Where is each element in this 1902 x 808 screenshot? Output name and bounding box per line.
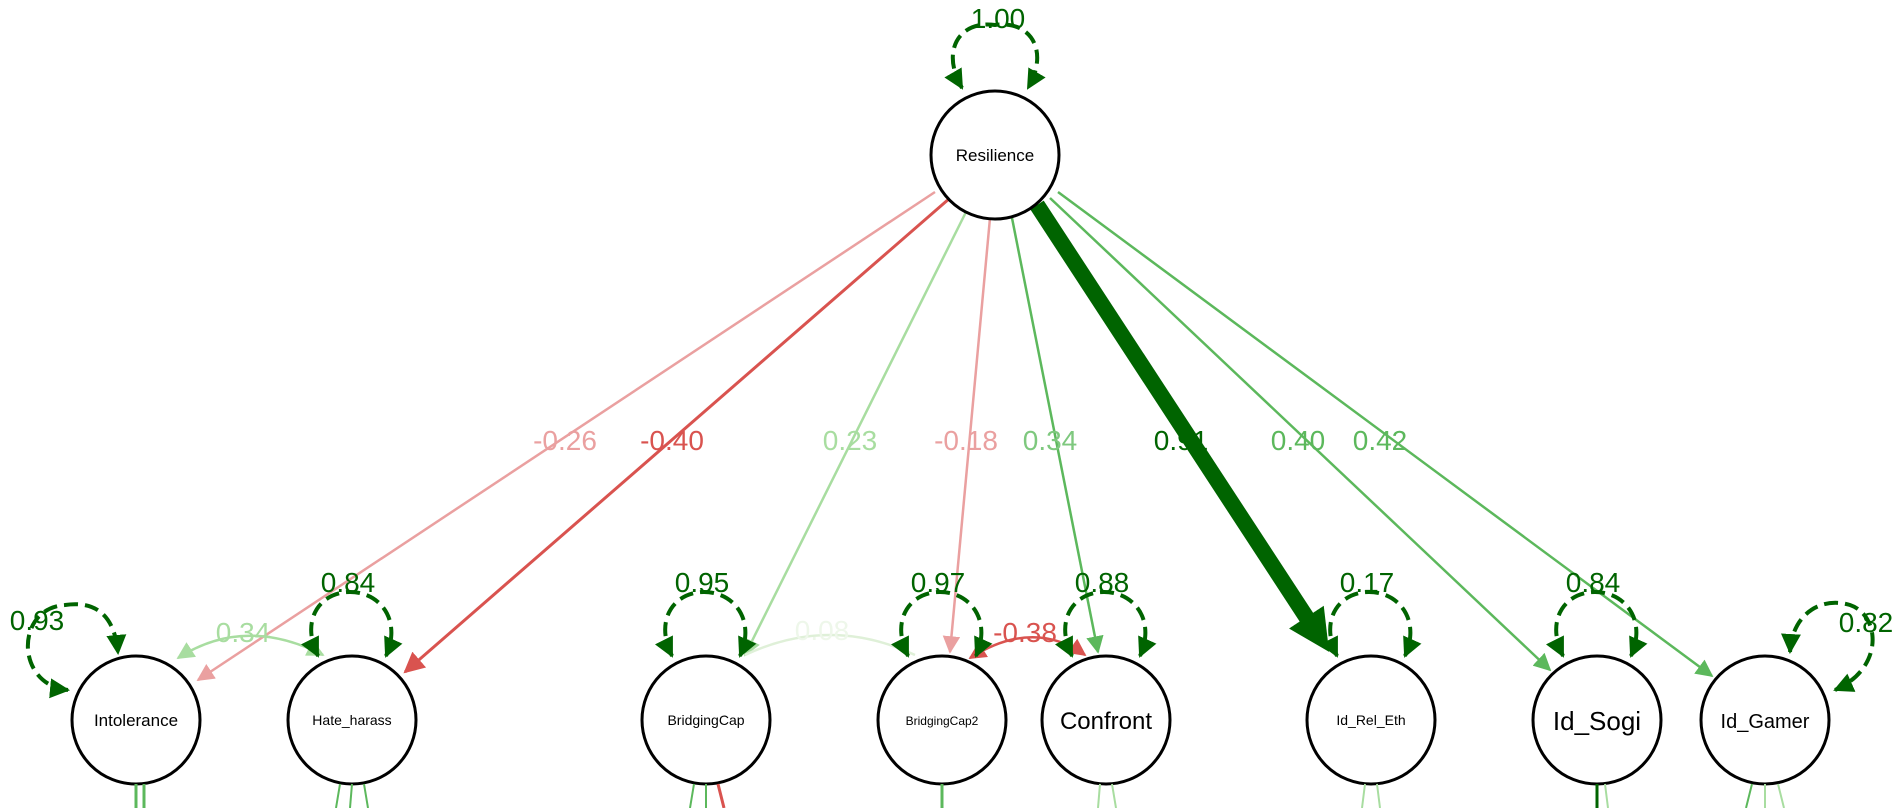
loading-edge-bridgingcap [743, 211, 968, 657]
variance-label-hate-harass: 0.84 [321, 567, 376, 598]
stub-line [716, 783, 726, 808]
node-confront-circle [1040, 654, 1172, 786]
node-confront[interactable]: Confront [1040, 654, 1172, 786]
stub-line [1777, 783, 1785, 808]
loading-label-intolerance: -0.26 [533, 425, 597, 456]
loading-edge-id-gamer [1057, 190, 1714, 678]
node-bridgingcap2-label: BridgingCap2 [906, 714, 979, 728]
node-id-rel-eth-circle [1305, 654, 1437, 786]
node-id-gamer[interactable]: Id_Gamer [1699, 654, 1831, 786]
node-resilience[interactable]: Resilience [929, 89, 1061, 221]
loading-label-bridgingcap2: -0.18 [934, 425, 998, 456]
loading-edge-bridgingcap2 [942, 217, 992, 654]
variance-loop-id-rel-eth [1320, 589, 1422, 658]
variance-label-intolerance: 0.93 [10, 605, 65, 636]
node-id-gamer-label: Id_Gamer [1721, 711, 1810, 733]
node-intolerance-label: Intolerance [94, 711, 178, 730]
stub-line [1604, 783, 1609, 808]
stub-line [1097, 783, 1101, 808]
loading-edge-id-sogi [1049, 197, 1552, 672]
node-confront-label: Confront [1060, 708, 1152, 735]
variance-label-id-sogi: 0.84 [1566, 567, 1621, 598]
bottom-edge-lines [134, 783, 1785, 808]
node-id-sogi-label: Id_Sogi [1553, 706, 1641, 736]
loading-label-id-rel-eth: 0.91 [1154, 425, 1209, 456]
variance-loop-confront [1055, 589, 1157, 658]
loading-edge-id-rel-eth [1030, 200, 1330, 652]
loading-edge-intolerance [196, 190, 936, 682]
loading-paths [196, 190, 1714, 682]
variance-label-confront: 0.88 [1075, 567, 1130, 598]
variance-label-bridgingcap: 0.95 [675, 567, 730, 598]
node-bridgingcap2[interactable]: BridgingCap2 [876, 654, 1008, 786]
variance-loop-intolerance [25, 602, 127, 699]
variance-label-bridgingcap2: 0.97 [911, 567, 966, 598]
variance-label-id-rel-eth: 0.17 [1340, 567, 1395, 598]
variance-labels: 1.00 0.93 0.84 0.95 0.97 0.88 0.17 0.84 … [10, 3, 1894, 638]
node-id-rel-eth-label: Id_Rel_Eth [1336, 712, 1405, 728]
stub-line [1745, 783, 1753, 808]
loading-label-id-gamer: 0.42 [1353, 425, 1408, 456]
loading-edge-hate-harass [403, 196, 951, 674]
node-bridgingcap-label: BridgingCap [667, 712, 744, 728]
variance-label-resilience: 1.00 [971, 3, 1026, 34]
stub-line [335, 783, 341, 808]
variance-loop-resilience [944, 22, 1046, 90]
stub-line [1361, 783, 1366, 808]
node-id-rel-eth[interactable]: Id_Rel_Eth [1305, 654, 1437, 786]
variance-loop-bridgingcap2 [891, 589, 993, 658]
variance-loop-bridgingcap [655, 589, 757, 658]
node-resilience-label: Resilience [956, 146, 1034, 165]
covariance-label-bridgingcap2-confront: -0.38 [993, 617, 1057, 648]
variance-loops [25, 22, 1875, 699]
node-bridgingcap[interactable]: BridgingCap [640, 654, 772, 786]
stub-line [349, 783, 353, 808]
stub-line [1111, 783, 1117, 808]
covariance-label-intolerance-hate-harass: 0.34 [216, 617, 271, 648]
variance-loop-hate-harass [301, 589, 403, 658]
stub-line [363, 783, 369, 808]
loading-label-confront: 0.34 [1023, 425, 1078, 456]
variance-loop-id-gamer [1780, 600, 1875, 692]
loading-label-id-sogi: 0.40 [1271, 425, 1326, 456]
node-intolerance[interactable]: Intolerance [70, 654, 202, 786]
loading-label-hate-harass: -0.40 [640, 425, 704, 456]
covariance-label-bridgingcap-bridgingcap2: 0.08 [795, 615, 850, 646]
node-hate-harass[interactable]: Hate_harass [286, 654, 418, 786]
stub-line [1376, 783, 1381, 808]
nodes: Resilience Intolerance Hate_harass Bridg… [70, 89, 1831, 786]
node-id-sogi[interactable]: Id_Sogi [1531, 654, 1663, 786]
covariance-labels: 0.34 0.08 -0.38 [216, 615, 1057, 648]
node-hate-harass-label: Hate_harass [312, 712, 391, 728]
loading-label-bridgingcap: 0.23 [823, 425, 878, 456]
variance-label-id-gamer: 0.82 [1839, 607, 1894, 638]
node-resilience-circle [929, 89, 1061, 221]
stub-line [689, 783, 695, 808]
loading-labels: -0.26 -0.40 0.23 -0.18 0.34 0.91 0.40 0.… [533, 425, 1407, 456]
loading-edge-confront [1010, 217, 1104, 654]
variance-loop-id-sogi [1546, 589, 1648, 658]
